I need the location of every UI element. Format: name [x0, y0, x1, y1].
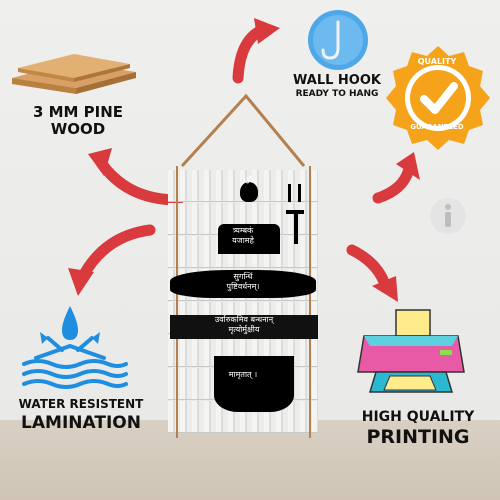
mantra-line-1: त्र्यम्बकं [232, 226, 254, 235]
silhouette-torso [218, 224, 280, 254]
quality-badge [386, 46, 490, 150]
printing-label: HIGH QUALITY PRINTING [348, 409, 488, 449]
mantra-band: उर्वारुकमिव बन्धनान् मृत्योर्मुक्षीय [170, 315, 318, 339]
flame-right [298, 184, 301, 202]
water-drop-icon [22, 306, 128, 389]
printing-label-line2: PRINTING [366, 426, 470, 449]
badge-top-text: QUALITY [417, 57, 457, 66]
trident-shaft [294, 214, 298, 244]
wall-hook-icon [308, 10, 368, 70]
rope-left [176, 166, 178, 438]
water-label-line2: LAMINATION [21, 413, 141, 434]
check-icon [420, 82, 458, 114]
arrow-to-water [76, 224, 156, 284]
mantra-line-4: पुष्टिवर्धनम्। [226, 281, 260, 291]
silhouette-arms [170, 270, 316, 298]
pine-wood-label-line2: WOOD [50, 119, 106, 138]
mantra-line-2: यजामहे [232, 235, 254, 245]
pine-wood-label: 3 MM PINE WOOD [8, 104, 148, 137]
water-label: WATER RESISTENT LAMINATION [10, 397, 152, 434]
mantra-line-5: उर्वारुकमिव बन्धनान् [214, 315, 274, 324]
mantra-line-7: मामृतात् । [228, 370, 258, 379]
rope-right [309, 166, 311, 438]
mantra-line-3: सुगन्धिं [233, 272, 253, 281]
om-symbol: ॐ [244, 176, 254, 187]
badge-bottom-text: GUARANTEED [410, 123, 464, 131]
flame-left [288, 184, 291, 202]
mantra-block-1: त्र्यम्बकं यजामहे [168, 226, 318, 245]
wall-hook-label-line2: READY TO HANG [295, 89, 379, 100]
printing-label-line1: HIGH QUALITY [361, 409, 475, 425]
mantra-block-2: सुगन्धिं पुष्टिवर्धनम्। [168, 272, 318, 291]
pine-wood-label-line1: 3 MM PINE [32, 103, 124, 121]
mantra-line-6: मृत्योर्मुक्षीय [228, 325, 260, 334]
arrow-to-badge [372, 166, 414, 204]
printer-icon [357, 309, 465, 393]
water-label-line1: WATER RESISTENT [18, 397, 144, 411]
silhouette-head [240, 182, 258, 202]
wall-hook-label: WALL HOOK READY TO HANG [284, 73, 390, 100]
arrow-to-printing [346, 244, 390, 288]
wood-planks-icon [12, 54, 136, 94]
info-icon [430, 198, 466, 234]
silhouette-base [214, 356, 294, 412]
trident-head [286, 210, 304, 214]
wall-hook-label-line1: WALL HOOK [293, 73, 381, 88]
